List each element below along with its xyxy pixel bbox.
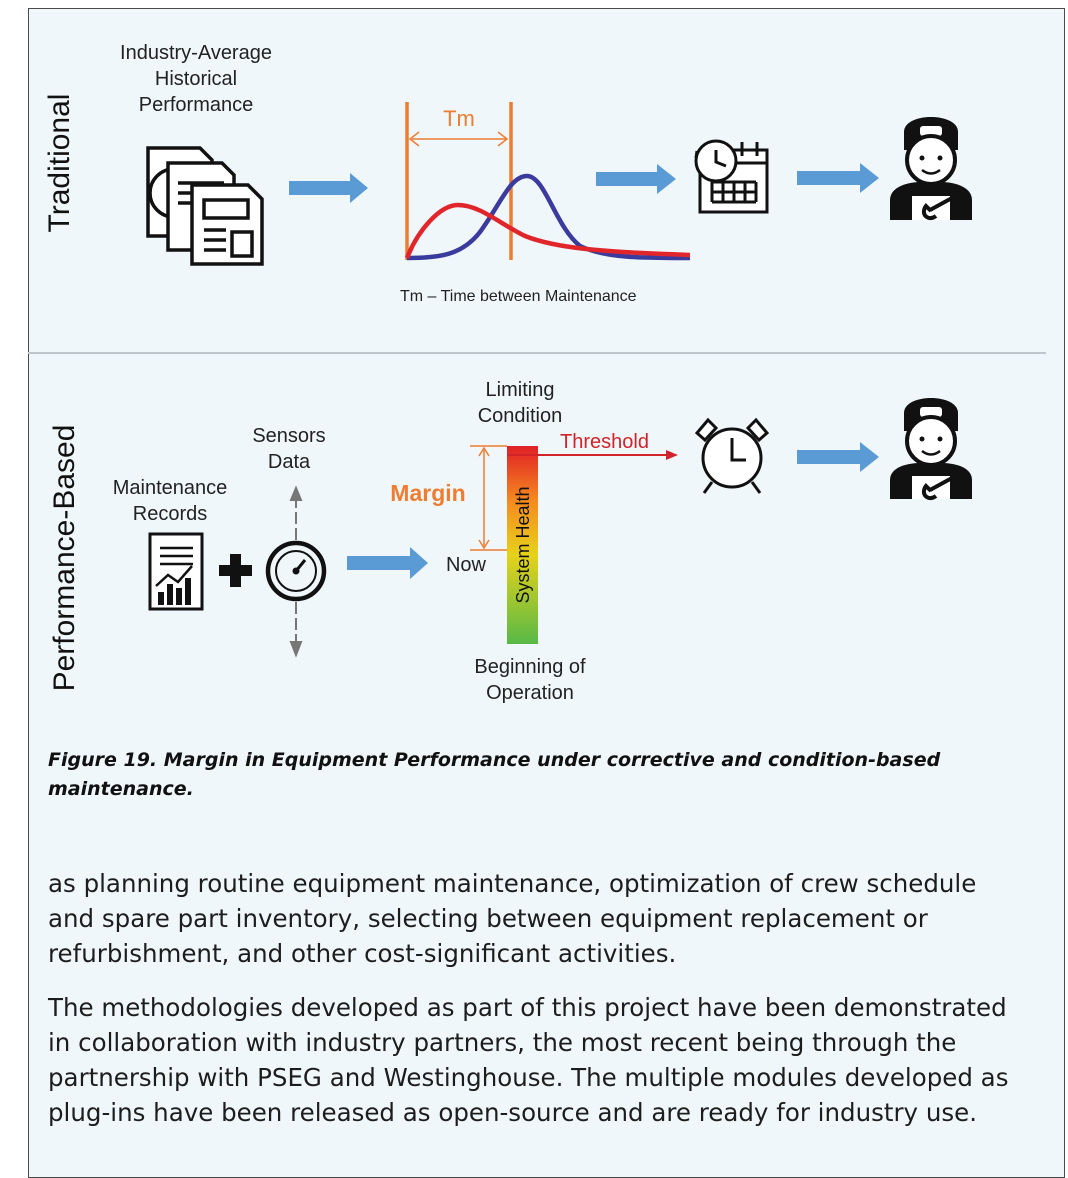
body-line: and spare part inventory, selecting betw… — [48, 904, 928, 933]
historical-performance-line: Historical — [154, 68, 238, 90]
figure-caption: Figure 19. Margin in Equipment Performan… — [48, 746, 1038, 804]
blue-distribution-curve — [406, 173, 691, 261]
sensors-data-line: Sensors — [252, 425, 326, 447]
beginning-of-operation-label: Beginning of Operation — [450, 654, 610, 706]
maintenance-records-line: Records — [132, 503, 208, 525]
flow-arrow — [289, 173, 368, 203]
now-label: Now — [445, 554, 486, 576]
flow-arrow — [596, 164, 676, 194]
red-distribution-curve — [404, 202, 691, 259]
calendar-clock-icon — [694, 139, 769, 214]
flow-arrow — [797, 442, 879, 472]
limiting-condition-line: Condition — [477, 405, 563, 427]
body-line: plug-ins have been released as open-sour… — [48, 1098, 977, 1127]
alarm-clock-icon — [694, 417, 770, 494]
figure-caption-line: Figure 19. Margin in Equipment Performan… — [48, 749, 941, 771]
figure-graphics: Tm — [146, 102, 972, 658]
margin-bracket — [470, 445, 507, 551]
margin-label: Margin — [390, 480, 466, 506]
sensor-down-arrow — [289, 602, 303, 658]
historical-performance-line: Performance — [138, 94, 254, 116]
tm-label: Tm — [443, 106, 475, 131]
body-line: in collaboration with industry partners,… — [48, 1028, 957, 1057]
threshold-label: Threshold — [560, 431, 649, 453]
body-line: as planning routine equipment maintenanc… — [48, 869, 977, 898]
body-paragraph: as planning routine equipment maintenanc… — [48, 866, 1048, 971]
historical-performance-label: Industry-Average Historical Performance — [96, 40, 296, 118]
system-health-label: System Health — [513, 486, 533, 603]
threshold-arrow — [507, 450, 678, 460]
sensors-data-line: Data — [267, 451, 311, 473]
maintenance-records-label: Maintenance Records — [90, 475, 250, 527]
gauge-icon — [265, 540, 327, 602]
figure-caption-line: maintenance. — [48, 778, 194, 800]
plus-icon — [219, 554, 252, 587]
limiting-condition-label: Limiting Condition — [455, 377, 585, 429]
maintenance-records-line: Maintenance — [112, 477, 228, 499]
technician-icon — [890, 117, 972, 221]
system-health-bar: System Health — [507, 446, 538, 644]
technician-icon — [890, 398, 972, 501]
sensors-data-label: Sensors Data — [229, 423, 349, 475]
tm-caption: Tm – Time between Maintenance — [400, 288, 637, 305]
body-line: refurbishment, and other cost-significan… — [48, 939, 677, 968]
row-divider — [28, 352, 1046, 354]
limiting-condition-line: Limiting — [485, 379, 555, 401]
sensor-up-arrow — [289, 485, 303, 540]
tm-distribution-chart: Tm — [404, 102, 691, 261]
documents-icon — [146, 146, 264, 266]
beginning-of-operation-line: Operation — [486, 682, 574, 704]
report-chart-icon — [148, 532, 204, 611]
body-line: The methodologies developed as part of t… — [48, 993, 1007, 1022]
beginning-of-operation-line: Beginning of — [474, 656, 586, 678]
flow-arrow — [347, 547, 428, 579]
body-line: partnership with PSEG and Westinghouse. … — [48, 1063, 1009, 1092]
flow-arrow — [797, 163, 879, 193]
historical-performance-line: Industry-Average — [120, 42, 272, 64]
body-paragraph: The methodologies developed as part of t… — [48, 990, 1048, 1130]
